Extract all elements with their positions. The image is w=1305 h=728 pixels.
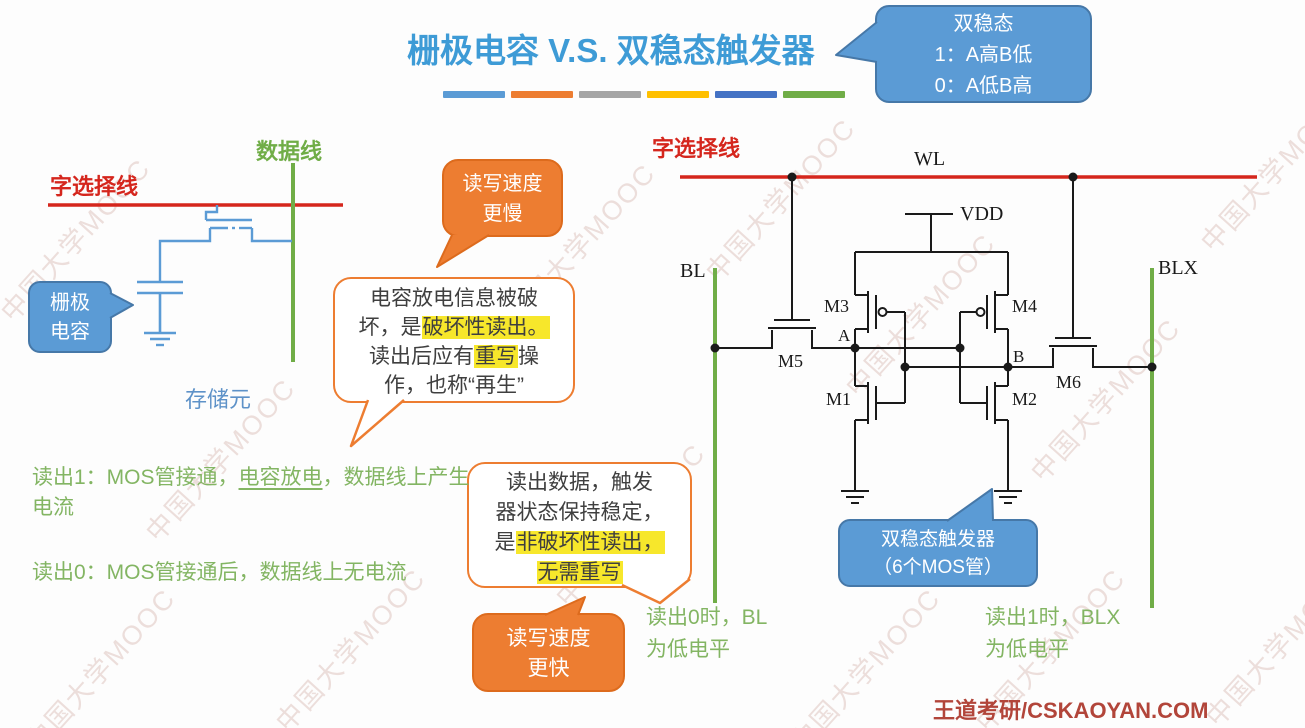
node-b-label: B: [1013, 347, 1025, 366]
bistable-note-callout: 双稳态 1：A高B低 0：A低B高: [875, 5, 1092, 103]
note-line: 无需重写: [469, 558, 690, 588]
plain-text: 操: [518, 345, 539, 368]
mosfet-m5: [715, 177, 855, 349]
node-a-label: A: [838, 326, 851, 345]
m3-label: M3: [824, 296, 850, 316]
destructive-readout-note: 电容放电信息被破 坏，是破坏性读出。 读出后应有重写操 作，也称“再生”: [333, 277, 575, 403]
blx-read-note: 读出1时，BLX 为低电平: [985, 606, 1121, 661]
note-line: 读出数据，触发: [469, 468, 690, 498]
note-line: 读出后应有重写操: [335, 342, 573, 371]
plain-text: 作，也称“再生”: [384, 374, 524, 397]
destructive-box-tail: [349, 399, 405, 448]
highlighted-text: 非破坏性读出，: [515, 531, 665, 554]
flipflop-callout-tail: [946, 488, 994, 522]
junction-dots: [710, 172, 1157, 372]
ground-icon-m1: [841, 490, 869, 504]
blx-label: BLX: [1158, 257, 1198, 279]
highlighted-text: 重写: [474, 345, 518, 368]
legend-dash: [715, 91, 777, 98]
watermark-text: 中国大学MOOC: [1195, 82, 1305, 258]
read1-note: 读出1：MOS管接通，电容放电，数据线上产生电流: [32, 463, 484, 523]
underlined-text: 电容放电: [238, 466, 323, 489]
m4-label: M4: [1012, 296, 1038, 316]
m2-label: M2: [1012, 389, 1038, 409]
cap-callout-tail: [109, 292, 134, 319]
plain-text: 是: [494, 531, 516, 554]
watermark-text: 中国大学MOOC: [840, 227, 1002, 403]
m5-label: M5: [778, 351, 804, 371]
dram-mosfet: [158, 205, 292, 282]
data-line-label: 数据线: [256, 139, 323, 164]
note-line: 作，也称“再生”: [335, 371, 573, 400]
mosfet-m2-nmos: [960, 367, 1009, 490]
faster-speed-callout: 读写速度 更快: [472, 613, 625, 692]
mosfet-m4-pmos: [960, 252, 1009, 367]
m6-label: M6: [1056, 372, 1082, 392]
note-line: 是非破坏性读出，: [469, 528, 690, 558]
storage-cell-label: 存储元: [185, 387, 252, 412]
nondestructive-readout-note: 读出数据，触发 器状态保持稳定， 是非破坏性读出， 无需重写: [467, 462, 692, 588]
plain-text: 器状态保持稳定，: [495, 501, 664, 524]
legend-dash: [783, 91, 845, 98]
legend-dash: [443, 91, 505, 98]
m1-label: M1: [826, 389, 852, 409]
read0-note: 读出0：MOS管接通后，数据线上无电流: [32, 558, 492, 588]
legend-dash: [647, 91, 709, 98]
page-title: 栅极电容 V.S. 双稳态触发器: [407, 32, 815, 69]
word-line-label-left: 字选择线: [50, 174, 139, 199]
mosfet-m6: [1008, 177, 1152, 368]
ground-icon-left: [144, 331, 176, 347]
slow-callout-tail: [436, 234, 490, 268]
vdd-label: VDD: [960, 203, 1004, 225]
plain-text: ，数据线上产生电流: [32, 466, 470, 519]
plain-text: 读出后应有: [369, 345, 474, 368]
plain-text: 坏，是: [358, 316, 422, 339]
plain-text: 电容放电信息被破: [370, 287, 538, 310]
ground-icon-m2: [994, 490, 1022, 504]
watermark-text: 中国大学MOOC: [20, 582, 182, 728]
title-underline-dashes: [443, 85, 851, 98]
plain-text: 读出数据，触发: [506, 471, 653, 494]
gate-capacitor-callout: 栅极 电容: [28, 281, 112, 353]
wl-label: WL: [914, 148, 946, 170]
bistable-callout-tail: [835, 21, 878, 63]
note-line: 坏，是破坏性读出。: [335, 313, 573, 342]
watermark-text: 中国大学MOOC: [785, 582, 947, 728]
highlighted-text: 无需重写: [536, 561, 623, 584]
credit-text: 王道考研/CSKAOYAN.COM: [933, 698, 1209, 723]
plain-text: 读出0：MOS管接通后，数据线上无电流: [32, 561, 407, 584]
slower-speed-callout: 读写速度 更慢: [442, 159, 563, 237]
mosfet-m3-pmos: [854, 252, 905, 348]
plain-text: 读出1：MOS管接通，: [32, 466, 239, 489]
gate-capacitor: [137, 280, 183, 333]
legend-dash: [511, 91, 573, 98]
flipflop-callout: 双稳态触发器 （6个MOS管）: [838, 519, 1038, 587]
bl-read-note: 读出0时，BL 为低电平: [646, 606, 768, 661]
bl-label: BL: [680, 260, 706, 282]
note-line: 电容放电信息被破: [335, 284, 573, 313]
mosfet-m1-nmos: [854, 348, 905, 490]
watermark-text: 中国大学MOOC: [1200, 557, 1305, 728]
legend-dash: [579, 91, 641, 98]
word-line-label-right: 字选择线: [652, 136, 741, 161]
watermark-text: 中国大学MOOC: [1025, 312, 1187, 488]
note-line: 器状态保持稳定，: [469, 498, 690, 528]
highlighted-text: 破坏性读出。: [421, 316, 550, 339]
